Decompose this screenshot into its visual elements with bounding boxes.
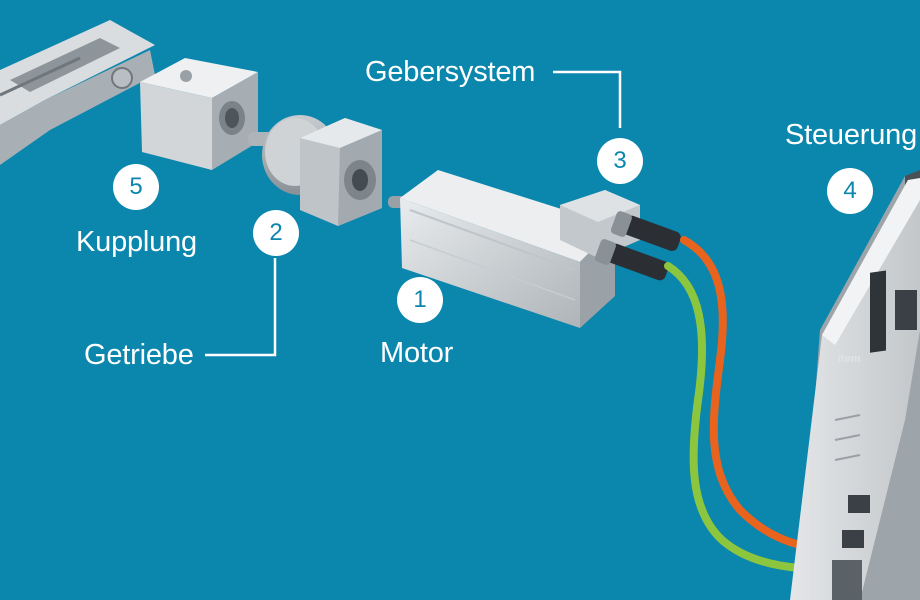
gebersystem-leader-line (553, 70, 622, 128)
kupplung-number-badge: 5 (113, 164, 159, 210)
controller-brand-text: item (838, 353, 861, 365)
leader-lines (205, 70, 622, 357)
getriebe-label: Getriebe (84, 339, 194, 371)
steuerung-number-badge: 4 (827, 168, 873, 214)
gebersystem-number-badge: 3 (597, 138, 643, 184)
steuerung-label: Steuerung (785, 119, 918, 151)
kupplung-label: Kupplung (76, 226, 197, 258)
motor-number-badge: 1 (397, 277, 443, 323)
getriebe-number-badge: 2 (253, 210, 299, 256)
motor-label: Motor (380, 337, 454, 369)
gebersystem-label: Gebersystem (365, 56, 536, 88)
motor-shape (388, 170, 681, 328)
getriebe-leader-line (205, 258, 277, 357)
controller-shape: item (790, 170, 920, 600)
cables (664, 236, 804, 572)
linear-axis-shape (0, 20, 155, 165)
coupling-shape (140, 58, 258, 170)
gearbox-shape (248, 115, 382, 226)
